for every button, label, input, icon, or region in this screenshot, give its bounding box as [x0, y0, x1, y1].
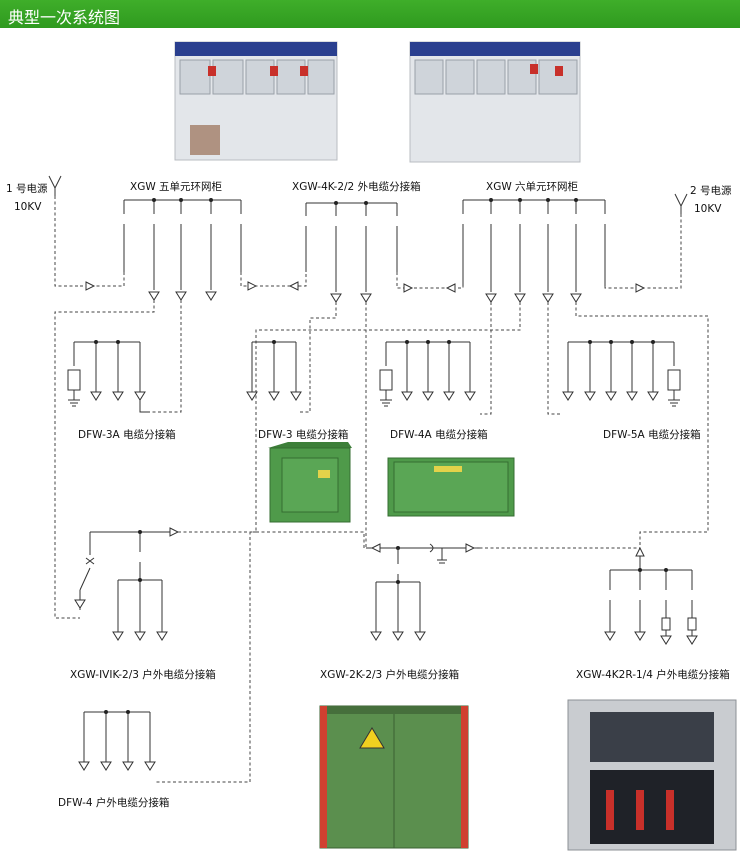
header-title: 典型一次系统图: [8, 8, 121, 27]
dfw3a-schematic: [67, 340, 150, 413]
xgw4k22-schematic: [305, 201, 398, 292]
xgw4k2r-schematic: [604, 556, 698, 645]
dfw5a-label: DFW-5A 电缆分接箱: [603, 428, 701, 441]
opened-box-photo: [567, 699, 737, 851]
source-left: [48, 175, 80, 287]
feeder-cables: [54, 300, 709, 783]
dfw4a-label: DFW-4A 电缆分接箱: [390, 428, 488, 441]
source-right-voltage: 10KV: [694, 203, 722, 215]
dfw3-label: DFW-3 电缆分接箱: [258, 428, 348, 441]
dfw3-box-photo: [268, 442, 352, 523]
dfw4-schematic: [78, 710, 156, 771]
xgwivik-schematic: [74, 530, 168, 641]
ring-interconnect: [80, 272, 646, 293]
xgw2k-schematic: [370, 548, 426, 641]
lower-ring: [90, 527, 645, 564]
dfw4a-box-photo: [387, 457, 515, 517]
xgwivik-label: XGW-IVIK-2/3 户外电缆分接箱: [70, 668, 216, 681]
xgw4k2r-label: XGW-4K2R-1/4 户外电缆分接箱: [576, 668, 730, 681]
dfw5a-schematic: [562, 340, 681, 407]
dfw4a-schematic: [379, 340, 476, 407]
source-right: [646, 193, 688, 289]
header-bar: 典型一次系统图: [0, 0, 740, 28]
xgw4k22-label: XGW-4K-2/2 外电缆分接箱: [292, 180, 421, 193]
source-right-name: 2 号电源: [690, 184, 732, 197]
xgw5-schematic: [123, 198, 242, 290]
xgw5-cabinet-photo: [174, 41, 338, 161]
xgw6-schematic: [462, 198, 606, 292]
dfw3a-label: DFW-3A 电缆分接箱: [78, 428, 176, 441]
source-left-voltage: 10KV: [14, 201, 42, 213]
outdoor-box-photo: [319, 705, 469, 849]
xgw5-label: XGW 五单元环网柜: [130, 180, 222, 193]
xgw6-label: XGW 六单元环网柜: [486, 180, 578, 193]
xgw6-cabinet-photo: [409, 41, 581, 163]
cable-heads: [148, 291, 582, 303]
dfw3-schematic: [246, 340, 302, 401]
xgw2k-label: XGW-2K-2/3 户外电缆分接箱: [320, 668, 459, 681]
dfw4-label: DFW-4 户外电缆分接箱: [58, 796, 169, 809]
source-left-name: 1 号电源: [6, 182, 48, 195]
